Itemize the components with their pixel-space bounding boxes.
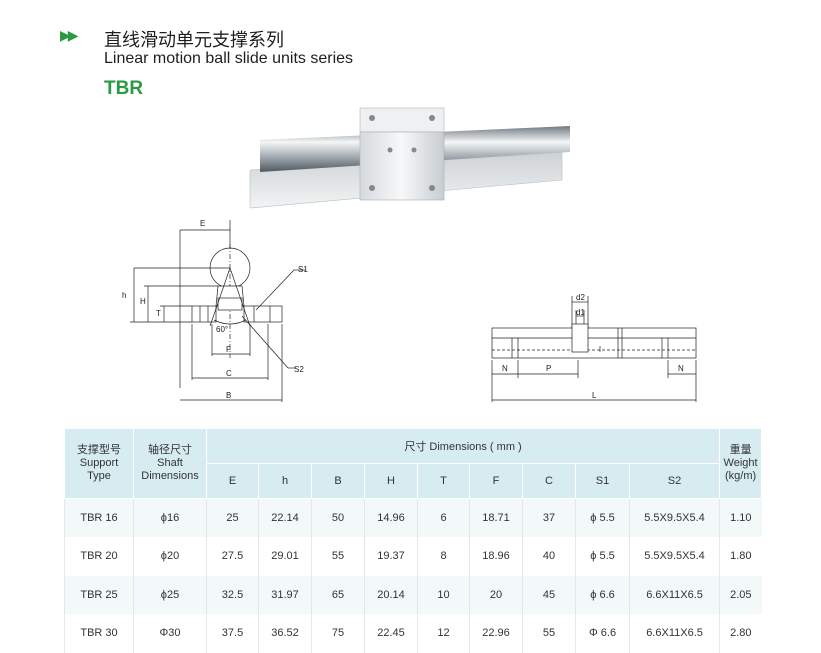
dim-label-angle: 60° — [216, 325, 228, 334]
table-cell: 45 — [522, 575, 576, 614]
table-cell: 14.96 — [364, 498, 418, 537]
table-cell: 55 — [311, 537, 365, 576]
table-cell: 36.52 — [258, 614, 312, 653]
column-header: S2 — [628, 463, 721, 499]
dim-label-T: T — [156, 309, 161, 318]
table-cell: 40 — [522, 537, 576, 576]
column-header: H — [364, 463, 418, 499]
table-cell: ϕ 5.5 — [575, 498, 630, 537]
table-cell: 6.6X11X6.5 — [628, 614, 720, 653]
table-cell: 6.6X11X6.5 — [628, 575, 720, 614]
header-shaft-dimensions: 轴径尺寸 Shaft Dimensions — [133, 428, 207, 499]
table-cell: 2.05 — [719, 575, 762, 614]
table-cell: 65 — [311, 575, 365, 614]
model-name: TBR — [104, 78, 144, 99]
table-cell: 18.96 — [469, 537, 523, 576]
column-header: B — [311, 463, 365, 499]
dim-label-d1: d1 — [576, 308, 585, 317]
spec-table: 支撑型号 Support Type 轴径尺寸 Shaft Dimensions … — [64, 428, 763, 653]
table-cell: 32.5 — [206, 575, 259, 614]
column-header: T — [417, 463, 470, 499]
table-cell: TBR 25 — [64, 575, 134, 614]
table-subheader-row: E h B H T F C S1 S2 — [65, 463, 762, 499]
table-cell: 20.14 — [364, 575, 418, 614]
dim-label-S2: S2 — [294, 365, 304, 374]
table-row: TBR 16 ϕ16 25 22.14 50 14.96 6 18.71 37 … — [64, 498, 762, 537]
table-cell: 22.96 — [469, 614, 523, 653]
table-cell: ϕ20 — [133, 537, 207, 576]
table-cell: 75 — [311, 614, 365, 653]
table-row: TBR 30 Φ30 37.5 36.52 75 22.45 12 22.96 … — [64, 614, 762, 653]
table-cell: 1.80 — [719, 537, 762, 576]
table-cell: Φ30 — [133, 614, 207, 653]
product-photo — [249, 107, 570, 209]
table-cell: ϕ 5.5 — [575, 537, 630, 576]
dim-label-h: h — [122, 291, 126, 300]
header-dimensions: 尺寸 Dimensions ( mm ) — [205, 428, 721, 464]
double-arrow-icon: ▶▶ — [60, 28, 78, 44]
dim-label-F: F — [226, 345, 231, 354]
dim-label-d2: d2 — [576, 293, 585, 302]
table-cell: 25 — [206, 498, 259, 537]
table-row: TBR 20 ϕ20 27.5 29.01 55 19.37 8 18.96 4… — [64, 537, 762, 576]
table-cell: 37.5 — [206, 614, 259, 653]
table-cell: 5.5X9.5X5.4 — [628, 537, 720, 576]
dim-label-N-left: N — [502, 364, 508, 373]
table-cell: 22.14 — [258, 498, 312, 537]
table-cell: 10 — [417, 575, 470, 614]
column-header: S1 — [575, 463, 630, 499]
title-english: Linear motion ball slide units series — [104, 50, 354, 67]
table-cell: 31.97 — [258, 575, 312, 614]
table-cell: 50 — [311, 498, 365, 537]
table-cell: 37 — [522, 498, 576, 537]
table-cell: TBR 30 — [64, 614, 134, 653]
header-weight: 重量 Weight (kg/m) — [719, 428, 763, 499]
table-row: TBR 25 ϕ25 32.5 31.97 65 20.14 10 20 45 … — [64, 575, 762, 614]
table-cell: Φ 6.6 — [575, 614, 630, 653]
table-cell: 2.80 — [719, 614, 762, 653]
title-chinese: 直线滑动单元支撑系列 — [104, 30, 284, 51]
dim-label-E: E — [200, 219, 205, 228]
header-support-type: 支撑型号 Support Type — [64, 428, 134, 499]
table-cell: 20 — [469, 575, 523, 614]
table-cell: ϕ25 — [133, 575, 207, 614]
table-cell: ϕ 6.6 — [575, 575, 630, 614]
table-cell: TBR 20 — [64, 537, 134, 576]
table-cell: 27.5 — [206, 537, 259, 576]
table-cell: 12 — [417, 614, 470, 653]
table-cell: 22.45 — [364, 614, 418, 653]
column-header: C — [522, 463, 576, 499]
table-cell: 55 — [522, 614, 576, 653]
dim-label-L: L — [592, 391, 597, 400]
column-header: h — [258, 463, 312, 499]
table-cell: 8 — [417, 537, 470, 576]
table-cell: 19.37 — [364, 537, 418, 576]
dim-label-P: P — [546, 364, 551, 373]
dim-label-H: H — [140, 297, 146, 306]
side-view-drawing: d2 d1 N P N L — [491, 293, 697, 402]
table-cell: 1.10 — [719, 498, 762, 537]
dim-label-N-right: N — [678, 364, 684, 373]
column-header: E — [206, 463, 259, 499]
column-header: F — [469, 463, 523, 499]
dim-label-S1: S1 — [298, 265, 308, 274]
table-cell: 29.01 — [258, 537, 312, 576]
table-cell: 5.5X9.5X5.4 — [628, 498, 720, 537]
front-section-drawing: E h H T S1 60° F S2 C B — [122, 219, 308, 402]
table-header-row: 支撑型号 Support Type 轴径尺寸 Shaft Dimensions … — [64, 428, 763, 499]
table-cell: TBR 16 — [64, 498, 134, 537]
table-cell: 6 — [417, 498, 470, 537]
dim-label-B: B — [226, 391, 231, 400]
dim-label-C: C — [226, 369, 232, 378]
table-cell: 18.71 — [469, 498, 523, 537]
table-cell: ϕ16 — [133, 498, 207, 537]
